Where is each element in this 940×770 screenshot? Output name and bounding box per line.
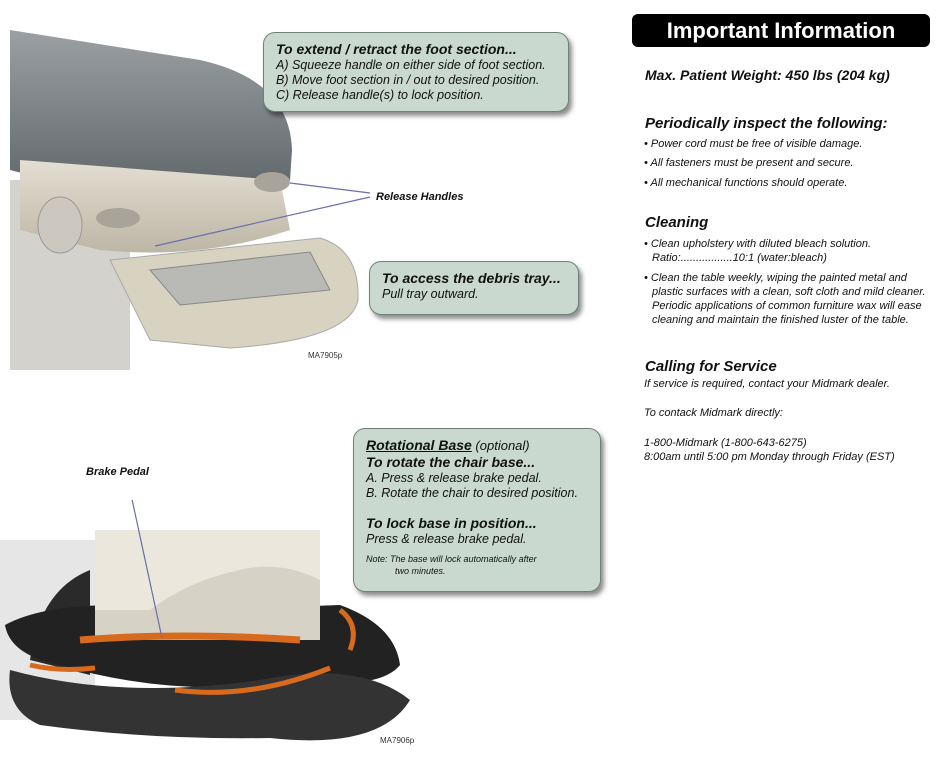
cleaning-item: • Clean upholstery with diluted bleach s… — [644, 238, 872, 264]
cleaning-item: • Clean the table weekly, wiping the pai… — [644, 272, 926, 326]
step-b: B) Move foot section in / out to desired… — [276, 73, 540, 87]
step-c: C) Release handle(s) to lock position. — [276, 88, 484, 102]
debris-tray-callout: To access the debris tray... Pull tray o… — [369, 261, 579, 315]
inspect-item: • All mechanical functions should operat… — [644, 177, 848, 189]
service-heading: Calling for Service — [645, 358, 777, 375]
brake-pedal-label: Brake Pedal — [86, 466, 149, 478]
callout-text: Pull tray outward. — [382, 287, 479, 301]
note-line-2: two minutes. — [395, 566, 446, 576]
release-handle-arrows — [154, 182, 371, 247]
note-line-1: Note: The base will lock automatically a… — [366, 554, 537, 564]
cleaning-heading: Cleaning — [645, 214, 709, 231]
inspect-heading: Periodically inspect the following: — [645, 115, 888, 132]
max-patient-weight: Max. Patient Weight: 450 lbs (204 kg) — [645, 67, 890, 83]
important-information-banner: Important Information — [632, 14, 930, 47]
callout-title: To access the debris tray... — [382, 270, 561, 286]
service-hours: 8:00am until 5:00 pm Monday through Frid… — [644, 451, 895, 463]
service-text: If service is required, contact your Mid… — [644, 378, 890, 390]
phone-number: 1-800-Midmark (1-800-643-6275) — [644, 437, 807, 449]
lock-heading: To lock base in position... — [366, 515, 537, 531]
lock-text: Press & release brake pedal. — [366, 532, 527, 546]
rotate-step-a: A. Press & release brake pedal. — [366, 471, 542, 485]
callout-title: To extend / retract the foot section... — [276, 41, 517, 57]
inspect-item: • All fasteners must be present and secu… — [644, 157, 854, 169]
rotational-base-title: Rotational Base — [366, 437, 472, 453]
figure-code: MA7905p — [308, 351, 343, 360]
rotate-step-b: B. Rotate the chair to desired position. — [366, 486, 578, 500]
contact-text: To contack Midmark directly: — [644, 407, 783, 419]
figure-code: MA7906p — [380, 736, 415, 745]
inspect-item: • Power cord must be free of visible dam… — [644, 138, 863, 150]
exam-table-foot-illustration — [10, 30, 359, 370]
release-handles-label: Release Handles — [376, 191, 464, 203]
rotate-heading: To rotate the chair base... — [366, 454, 536, 470]
foot-section-callout: To extend / retract the foot section... … — [263, 32, 569, 112]
rotational-base-callout: Rotational Base (optional) To rotate the… — [353, 428, 601, 592]
rotational-base-illustration — [0, 500, 410, 741]
optional-tag: (optional) — [471, 438, 530, 453]
step-a: A) Squeeze handle on either side of foot… — [276, 58, 546, 72]
